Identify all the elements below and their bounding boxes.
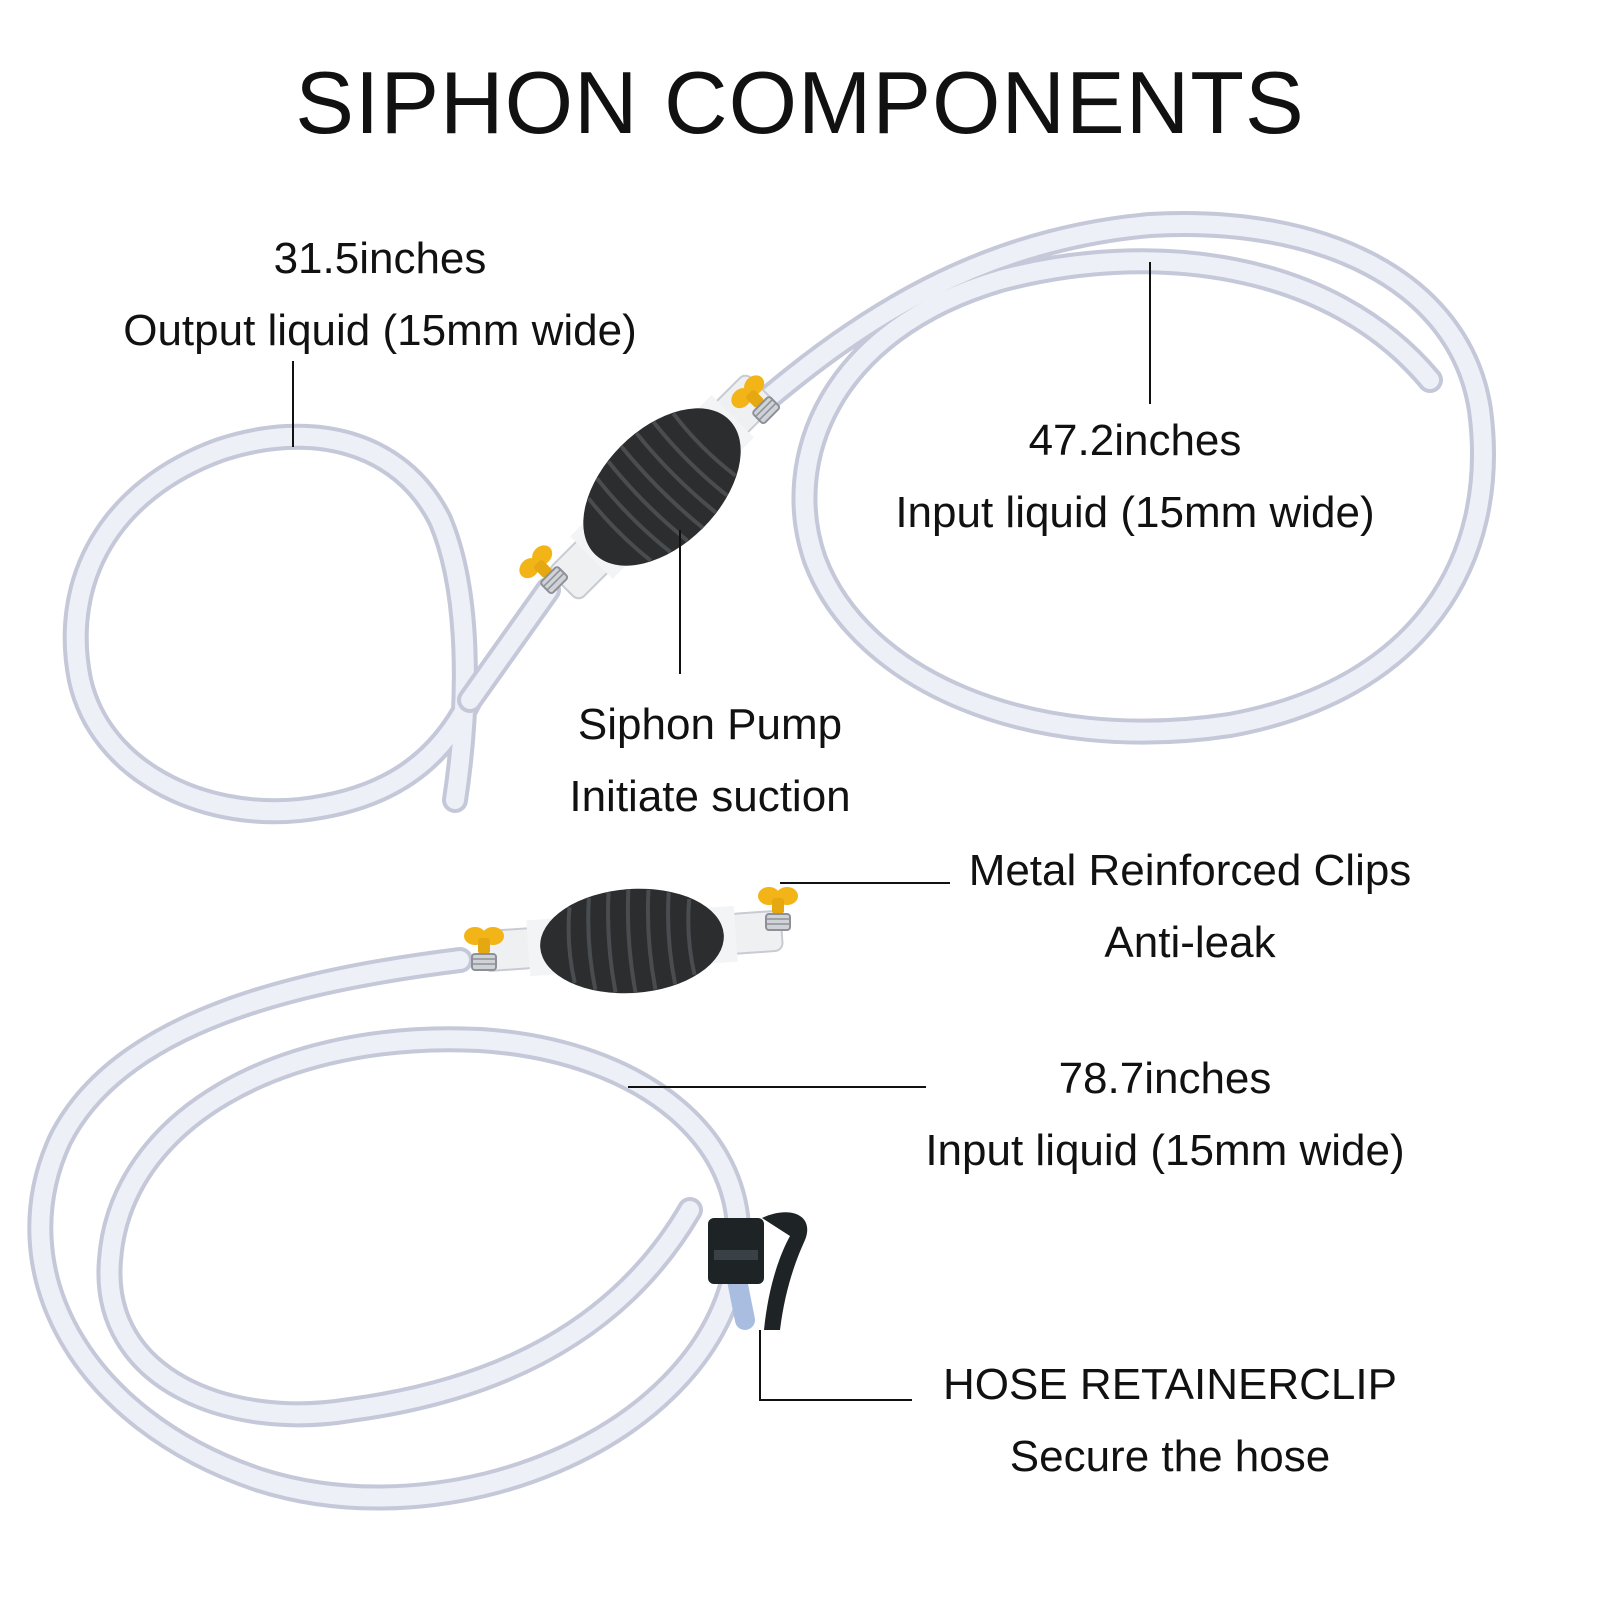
output-hose-label: 31.5inches Output liquid (15mm wide) xyxy=(60,223,700,367)
siphon-pump-desc: Initiate suction xyxy=(569,772,851,821)
siphon-bulb-icon xyxy=(583,408,741,566)
leader-lines xyxy=(292,262,1151,1401)
input-hose-upper-length: 47.2inches xyxy=(1028,416,1242,465)
output-hose-length: 31.5inches xyxy=(273,234,487,283)
input-hose-upper-label: 47.2inches Input liquid (15mm wide) xyxy=(855,405,1415,549)
siphon-pump-label: Siphon Pump Initiate suction xyxy=(530,689,890,833)
retainer-clip-label: HOSE RETAINERCLIP Secure the hose xyxy=(890,1349,1450,1493)
clips-name: Metal Reinforced Clips xyxy=(968,846,1412,895)
clips-label: Metal Reinforced Clips Anti-leak xyxy=(900,835,1480,979)
input-hose-upper-desc: Input liquid (15mm wide) xyxy=(895,488,1375,537)
output-hose-desc: Output liquid (15mm wide) xyxy=(123,306,637,355)
hose-retainer-clip-icon xyxy=(708,1212,808,1330)
lower-siphon-pump xyxy=(480,888,784,994)
input-hose-lower-desc: Input liquid (15mm wide) xyxy=(925,1126,1405,1175)
input-hose-upper xyxy=(747,211,1496,745)
input-hose-lower-label: 78.7inches Input liquid (15mm wide) xyxy=(885,1043,1445,1187)
siphon-bulb-icon xyxy=(540,888,724,994)
input-hose-lower-length: 78.7inches xyxy=(1058,1054,1272,1103)
input-hose-lower xyxy=(27,947,755,1511)
retainer-clip-desc: Secure the hose xyxy=(1009,1432,1331,1481)
clips-desc: Anti-leak xyxy=(1104,918,1276,967)
siphon-pump-name: Siphon Pump xyxy=(577,700,843,749)
page-title: SIPHON COMPONENTS xyxy=(295,53,1305,152)
output-hose xyxy=(62,423,561,825)
retainer-clip-name: HOSE RETAINERCLIP xyxy=(943,1360,1397,1409)
